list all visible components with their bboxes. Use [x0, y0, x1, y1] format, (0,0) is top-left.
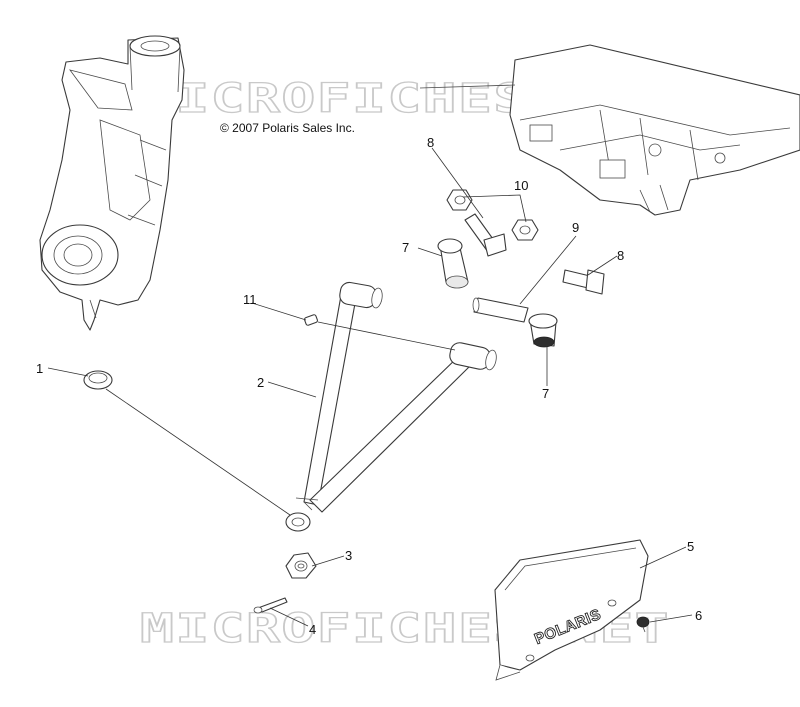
callout-8-right: 8	[617, 248, 624, 263]
callout-5: 5	[687, 539, 694, 554]
seal-ring	[83, 370, 113, 390]
sleeve	[472, 297, 529, 323]
callout-10: 10	[514, 178, 528, 193]
bolt-right	[562, 269, 605, 295]
lock-nuts	[446, 189, 539, 241]
a-arm	[285, 281, 497, 532]
callout-6: 6	[695, 608, 702, 623]
callout-7-left: 7	[402, 240, 409, 255]
castle-nut	[285, 552, 317, 579]
callout-8-upper: 8	[427, 135, 434, 150]
callout-2: 2	[257, 375, 264, 390]
callout-1: 1	[36, 361, 43, 376]
callout-7-right: 7	[542, 386, 549, 401]
screw	[636, 616, 650, 633]
a-arm-guard: POLARIS	[494, 539, 649, 681]
leader-lines	[47, 147, 693, 627]
cotter-pin	[253, 597, 288, 614]
bushing-right	[528, 313, 558, 348]
frame-section	[419, 44, 800, 216]
bolt-upper	[464, 213, 507, 257]
bushing-left	[437, 238, 469, 289]
grease-fitting	[304, 314, 318, 326]
callout-4: 4	[309, 622, 316, 637]
copyright-text: © 2007 Polaris Sales Inc.	[220, 121, 355, 135]
callout-11: 11	[243, 292, 257, 307]
steering-knuckle	[39, 35, 185, 331]
callout-3: 3	[345, 548, 352, 563]
callout-9: 9	[572, 220, 579, 235]
